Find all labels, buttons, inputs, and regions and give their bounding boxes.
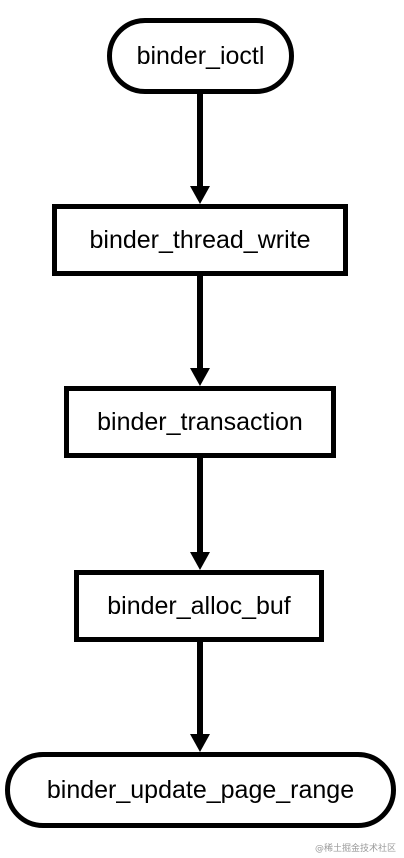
node-label: binder_update_page_range xyxy=(46,775,355,804)
arrowhead-thread-write-to-transaction xyxy=(190,368,210,386)
watermark: @稀土掘金技术社区 xyxy=(314,844,396,854)
node-binder-ioctl: binder_ioctl xyxy=(107,18,294,94)
node-binder-thread-write: binder_thread_write xyxy=(52,204,348,276)
node-label: binder_transaction xyxy=(97,407,303,436)
node-binder-alloc-buf: binder_alloc_buf xyxy=(74,570,324,642)
arrowhead-alloc-buf-to-update-page-range xyxy=(190,734,210,752)
node-binder-transaction: binder_transaction xyxy=(64,386,336,458)
node-label: binder_thread_write xyxy=(89,225,311,254)
node-binder-update-page-range: binder_update_page_range xyxy=(5,752,396,828)
arrowhead-ioctl-to-thread-write xyxy=(190,186,210,204)
node-label: binder_alloc_buf xyxy=(107,591,291,620)
arrowhead-transaction-to-alloc-buf xyxy=(190,552,210,570)
node-label: binder_ioctl xyxy=(136,41,265,70)
